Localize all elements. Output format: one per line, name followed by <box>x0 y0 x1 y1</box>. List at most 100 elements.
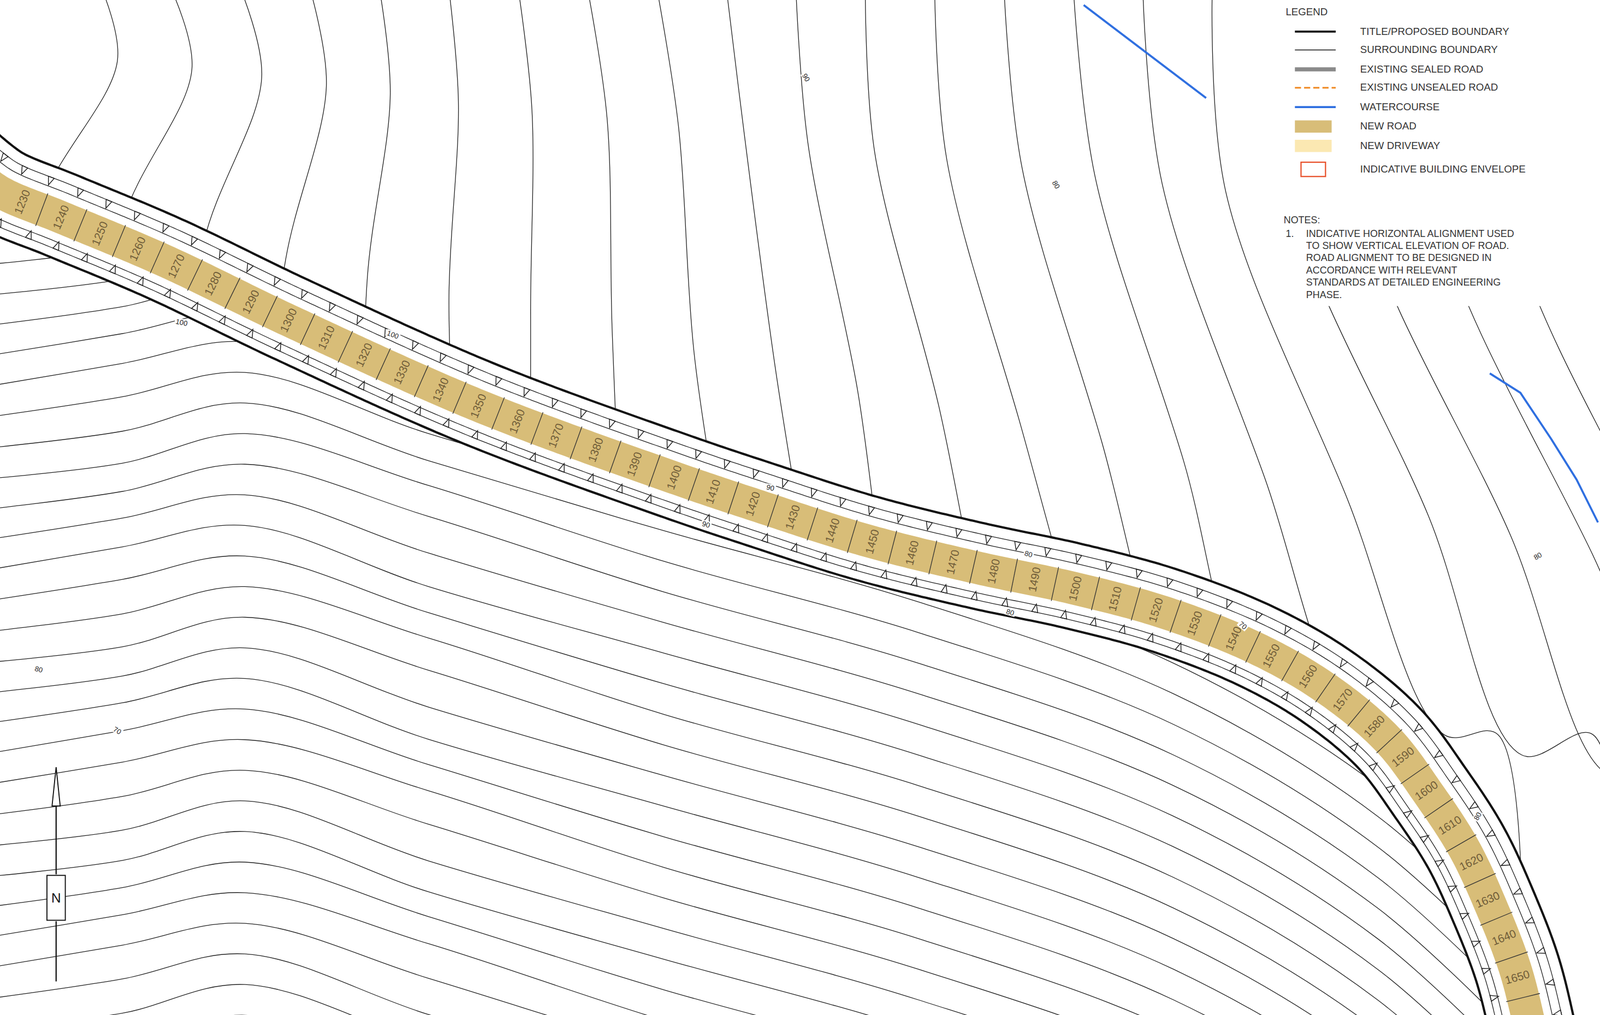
chainage-label: 1420 <box>743 490 763 519</box>
contour-label: 80 <box>1472 810 1484 823</box>
contour-line <box>66 0 192 1015</box>
contour-line <box>1004 0 1231 1015</box>
chainage-tick <box>727 481 739 515</box>
chainage-tick <box>1208 614 1222 647</box>
contour-line <box>259 0 327 1015</box>
batter-symbol <box>1481 968 1491 975</box>
chainage-tick <box>35 193 48 226</box>
chainage-tick <box>1091 576 1100 611</box>
batter-symbol <box>1447 886 1457 893</box>
legend-sample <box>1300 162 1326 177</box>
batter-symbol <box>218 316 226 325</box>
batter-line <box>0 192 1506 1015</box>
batter-symbol <box>645 494 652 504</box>
batter-symbol <box>1031 603 1038 613</box>
watercourse <box>1489 373 1598 523</box>
north-arrow <box>46 767 66 982</box>
chainage-label: 1600 <box>1413 779 1440 804</box>
batter-symbol <box>616 484 623 494</box>
chainage-label: 1320 <box>353 341 375 370</box>
chainage-label: 1250 <box>89 219 110 247</box>
batter-symbol <box>1196 588 1204 597</box>
chainage-label: 1580 <box>1361 713 1388 740</box>
batter-symbol <box>811 488 818 497</box>
batter-symbol <box>162 223 169 233</box>
batter-symbol <box>52 241 59 251</box>
batter-symbol <box>1459 913 1469 920</box>
chainage-tick <box>1424 798 1453 819</box>
batter-symbol <box>1060 610 1067 620</box>
legend-text: EXISTING SEALED ROAD <box>1360 63 1484 76</box>
legend-text: EXISTING UNSEALED ROAD <box>1360 81 1498 94</box>
chainage-label: 1350 <box>469 392 489 420</box>
chainage-tick <box>112 224 126 258</box>
chainage-tick <box>1446 834 1477 853</box>
batter-symbol <box>1414 724 1423 732</box>
chainage-label: 1590 <box>1389 745 1416 770</box>
batter-symbol <box>1434 750 1443 758</box>
chainage-tick <box>530 412 543 445</box>
batter-symbol <box>552 398 559 407</box>
batter-symbol <box>1002 597 1009 607</box>
chainage-tick <box>767 494 779 528</box>
legend-heading: LEGEND <box>1285 6 1328 19</box>
batter-symbol <box>1471 941 1481 948</box>
batter-symbol <box>970 591 977 601</box>
legend-sample <box>1294 67 1336 71</box>
batter-symbol <box>1089 617 1096 627</box>
north-arrow-head <box>51 767 61 807</box>
batter-symbol <box>1014 541 1021 551</box>
chainage-tick <box>300 313 316 346</box>
batter-symbol <box>471 430 478 440</box>
batter-symbol <box>358 381 365 390</box>
contour-line <box>518 0 552 1015</box>
chainage-tick <box>1495 951 1528 964</box>
chainage-tick <box>1281 650 1299 681</box>
chainage-label: 1650 <box>1504 968 1532 987</box>
chainage-label: 1640 <box>1490 928 1518 948</box>
batter-symbol <box>782 478 789 488</box>
batter-symbol <box>191 236 198 246</box>
contour-line <box>357 0 391 1015</box>
legend-text: WATERCOURSE <box>1360 101 1440 114</box>
contour-label: 90 <box>700 519 713 530</box>
chainage-tick <box>609 440 621 474</box>
batter-symbol <box>134 211 141 221</box>
batter-symbol <box>1385 785 1395 793</box>
chainage-tick <box>150 241 165 274</box>
batter-symbol <box>21 165 28 175</box>
contour-label: 100 <box>384 328 401 341</box>
chainage-label: 1620 <box>1457 851 1485 873</box>
chainage-label: 1460 <box>904 538 922 566</box>
batter-symbol <box>1105 561 1112 571</box>
batter-symbol <box>330 368 337 378</box>
chainage-label: 1550 <box>1260 642 1283 671</box>
batter-symbol <box>850 561 857 571</box>
batter-symbol <box>1366 677 1374 686</box>
chainage-label: 1400 <box>664 464 684 492</box>
batter-symbol <box>0 152 9 162</box>
legend-text: SURROUNDING BOUNDARY <box>1360 43 1498 56</box>
chainage-label: 1480 <box>985 558 1003 585</box>
chainage-tick <box>648 454 661 488</box>
contour-line <box>0 708 1531 1015</box>
contour-line <box>0 862 1531 1015</box>
chainage-label: 1370 <box>546 422 566 450</box>
legend-text: INDICATIVE BUILDING ENVELOPE <box>1360 163 1526 176</box>
legend-sample <box>1294 86 1336 89</box>
north-label: N <box>51 891 62 905</box>
chainage-tick <box>1506 993 1540 1003</box>
chainage-tick <box>73 209 87 242</box>
chainage-tick <box>1010 558 1018 593</box>
chainage-tick <box>262 295 278 328</box>
chainage-label: 1380 <box>585 436 606 464</box>
batter-symbol <box>1136 569 1143 578</box>
legend-sample <box>1294 105 1336 109</box>
contour-label: 80 <box>1004 607 1016 617</box>
contour-label: 100 <box>174 317 190 328</box>
chainage-label: 1240 <box>51 203 72 231</box>
batter-symbol <box>732 524 739 533</box>
title-boundary <box>0 198 1497 1015</box>
chainage-label: 1340 <box>430 375 451 404</box>
